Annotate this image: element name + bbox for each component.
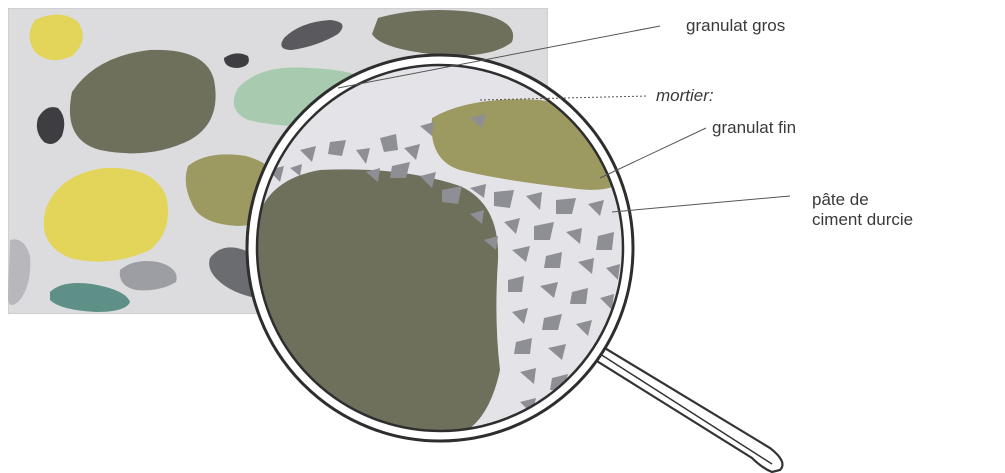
label-cement-paste-line1: pâte de — [812, 190, 869, 210]
leader-paste — [612, 196, 790, 212]
label-fine-aggregate: granulat fin — [712, 118, 796, 138]
label-coarse-aggregate: granulat gros — [686, 16, 785, 36]
magnifier-lens — [247, 55, 633, 441]
magnified-coarse-dark — [254, 169, 500, 440]
label-cement-paste-line2: ciment durcie — [812, 210, 913, 230]
leader-fine — [600, 128, 706, 178]
label-mortar: mortier: — [656, 86, 714, 106]
